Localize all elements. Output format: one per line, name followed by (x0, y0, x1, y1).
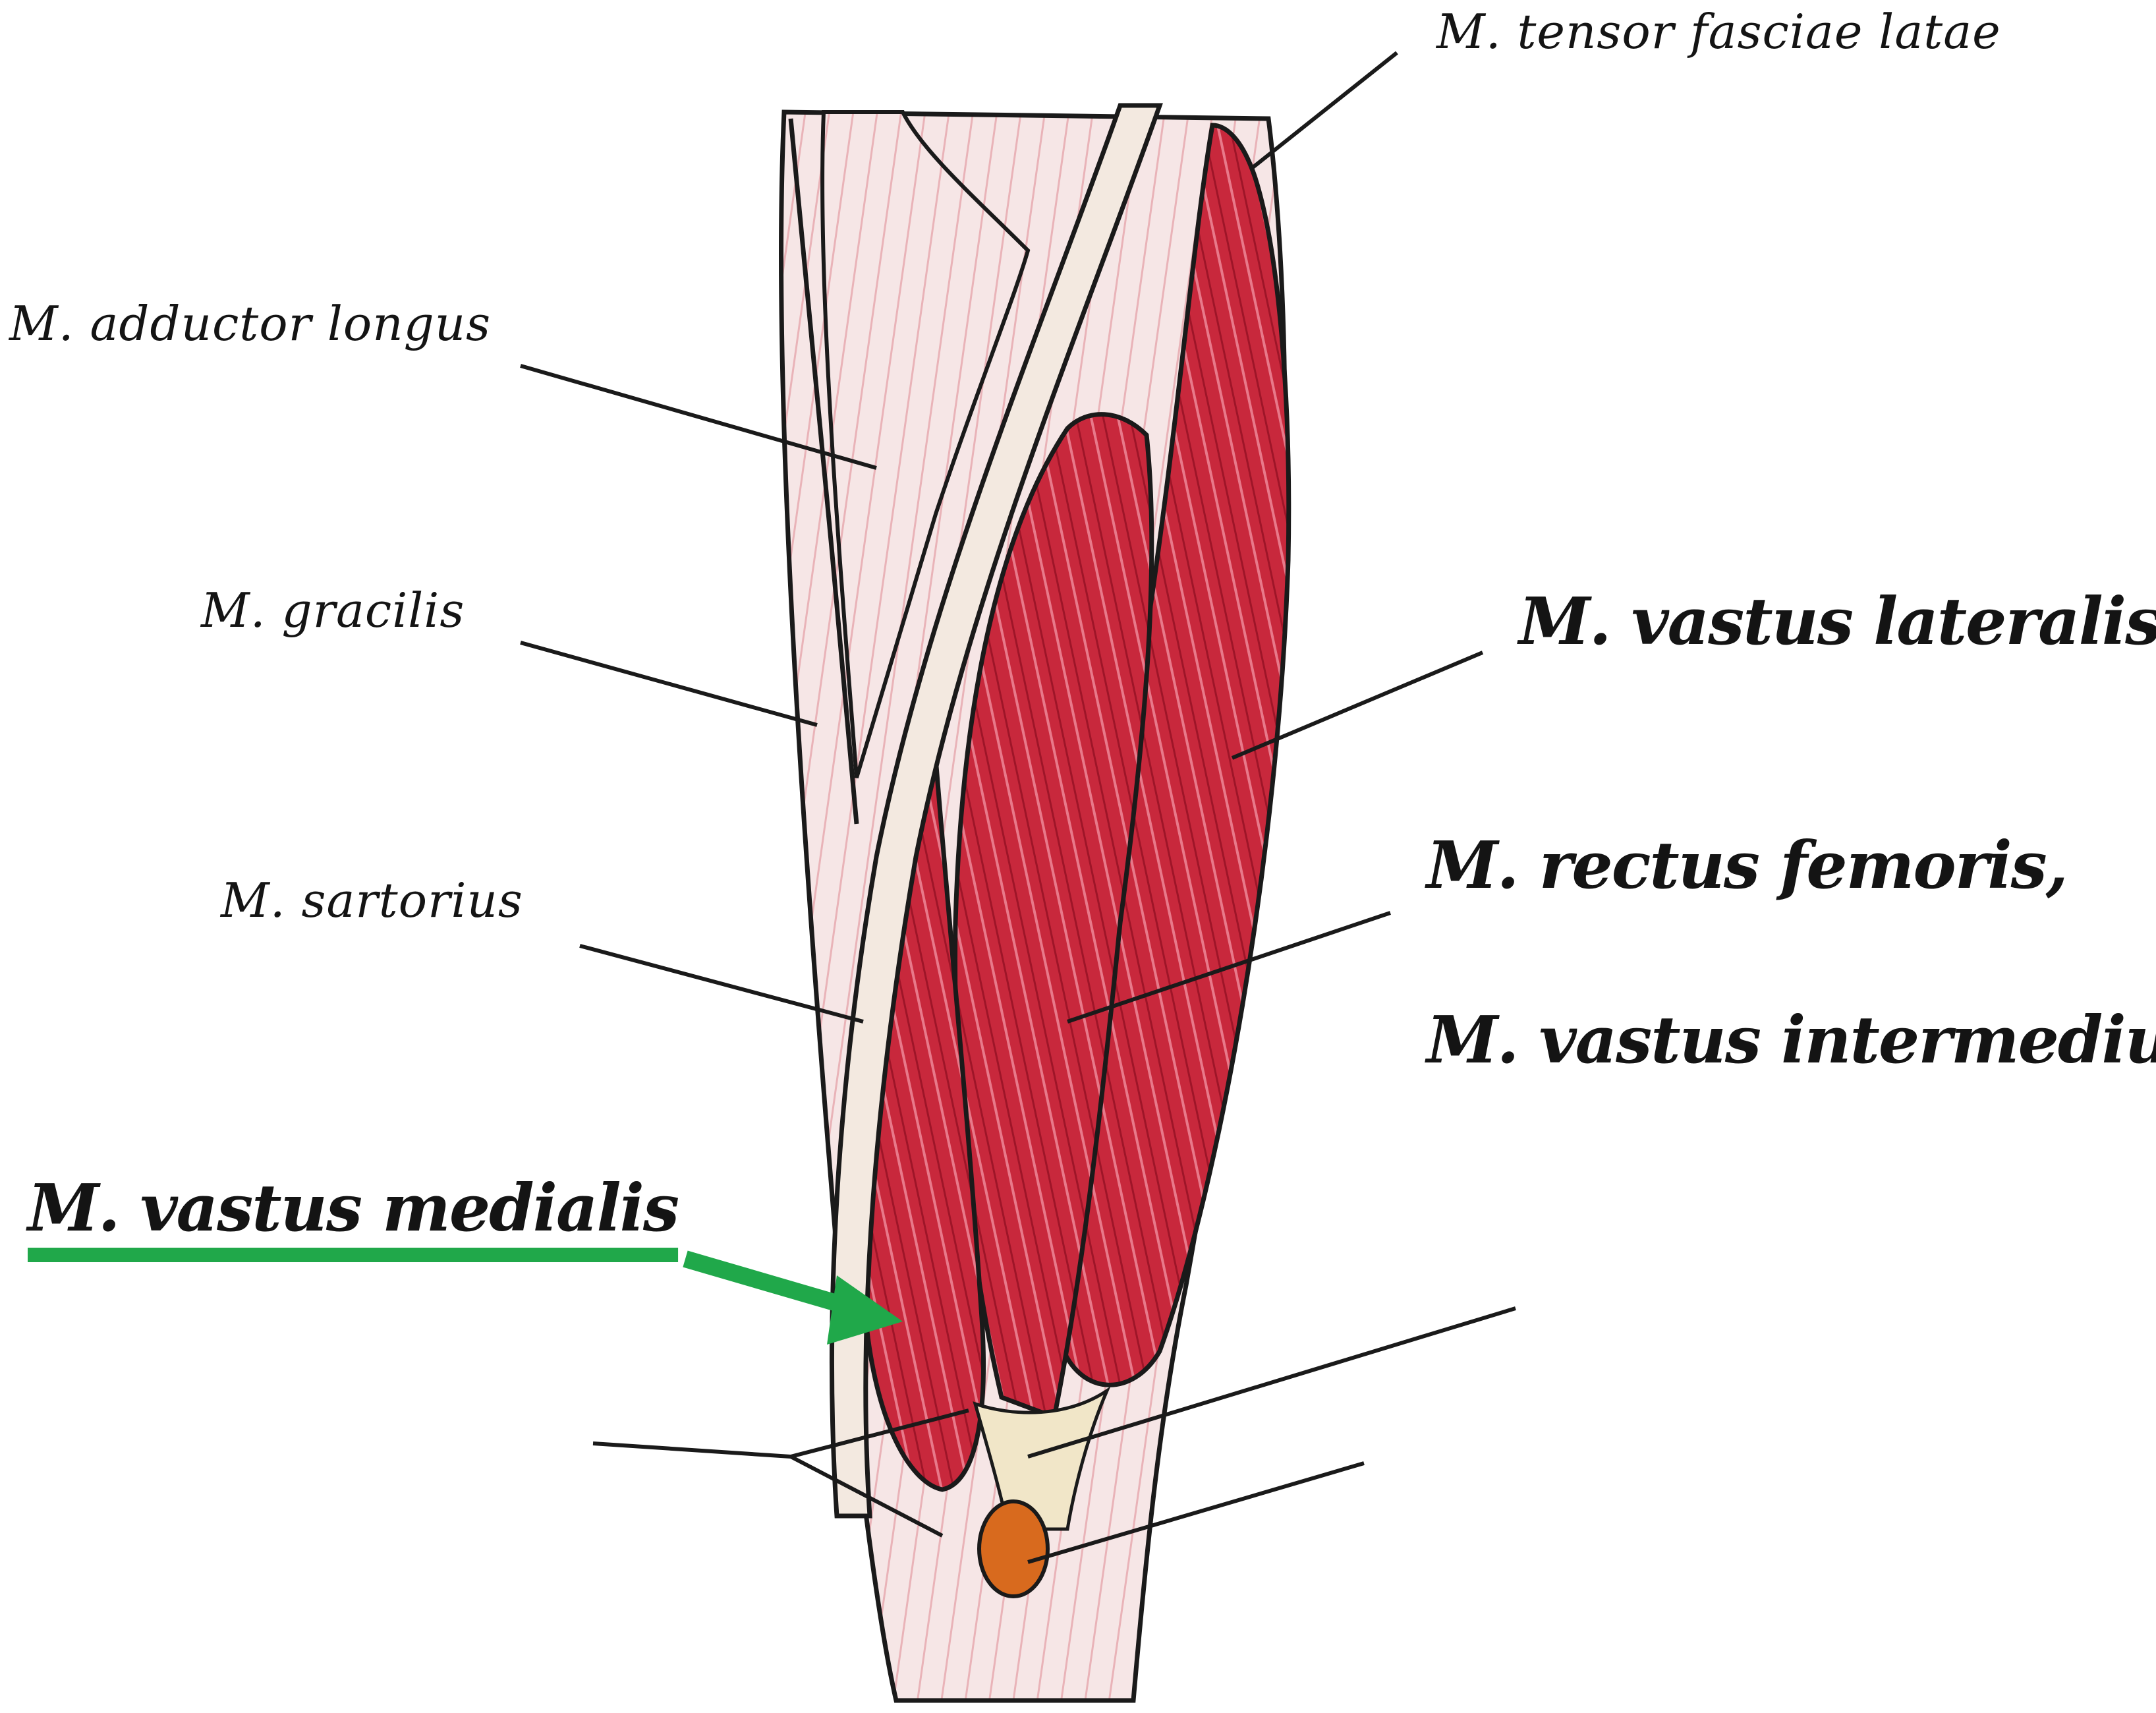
label-gracilis: M. gracilis (201, 583, 465, 638)
leader-rectus-femoris (1067, 911, 1391, 1024)
label-tensor-fasciae-latae: M. tensor fasciae latae (1436, 4, 2001, 59)
quadriceps-tendon (973, 1386, 1111, 1531)
green-arrow-icon (683, 1250, 903, 1345)
leader-unlabeled-1c (789, 1455, 944, 1538)
patella (977, 1499, 1050, 1598)
adductor-longus-muscle (820, 110, 1031, 778)
leader-unlabeled-3 (1027, 1461, 1365, 1564)
leader-lines (520, 51, 1516, 1564)
label-rectus-femoris: M. rectus femoris, (1427, 828, 2068, 904)
leader-unlabeled-1b (790, 1408, 969, 1459)
gracilis-muscle (788, 118, 859, 825)
leader-sartorius (579, 944, 864, 1024)
label-sartorius: M. sartorius (221, 873, 523, 928)
leader-tensor-fasciae-latae (1251, 51, 1398, 170)
label-vastus-medialis: M. vastus medialis (28, 1171, 679, 1246)
sartorius-muscle (830, 103, 1163, 1519)
label-vastus-lateralis: M. vastus lateralis (1519, 584, 2156, 660)
leader-vastus-lateralis (1231, 651, 1484, 760)
leader-unlabeled-2 (1027, 1306, 1516, 1459)
leader-unlabeled-1 (592, 1441, 791, 1459)
rectus-femoris-muscle (953, 412, 1154, 1420)
label-adductor-longus: M. adductor longus (9, 296, 492, 351)
label-vastus-intermedius: M. vastus intermedius (1427, 1002, 2156, 1078)
leader-gracilis (520, 641, 818, 727)
leader-adductor-longus (520, 364, 877, 470)
